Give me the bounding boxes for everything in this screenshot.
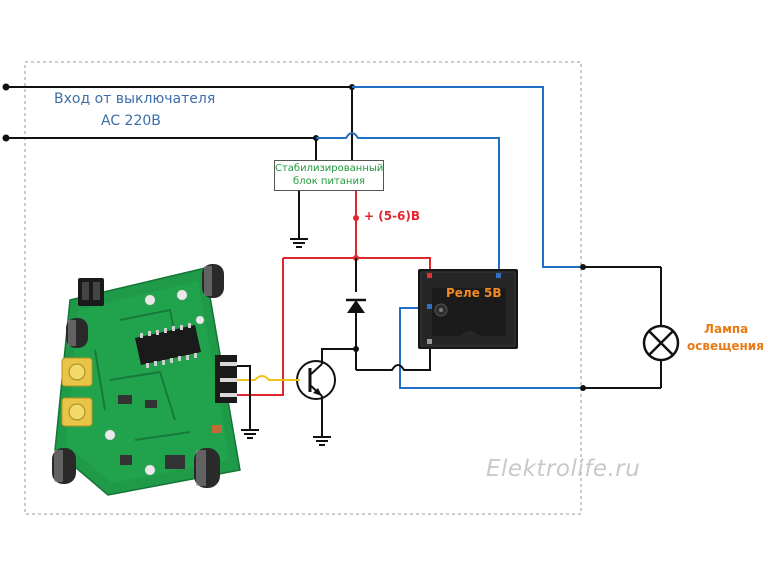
- diode-wires: [355, 258, 431, 371]
- lamp-label-line2: освещения: [687, 339, 764, 353]
- lamp-icon: [642, 324, 680, 362]
- lamp-label-line1: Лампа: [704, 322, 749, 336]
- junction-dot: [580, 385, 586, 391]
- lamp-circuit-wires: [316, 86, 583, 389]
- junction-dot: [353, 215, 359, 221]
- relay-icon: [418, 269, 518, 349]
- lamp-wires: [583, 266, 662, 389]
- positive-supply-wires: [237, 189, 431, 396]
- ac-input-wires: [6, 86, 353, 160]
- sensor-ground-wire: [237, 365, 251, 430]
- npn-transistor-icon: [296, 348, 356, 436]
- watermark: Elektrolife.ru: [486, 456, 641, 482]
- diode-icon: [346, 298, 366, 313]
- supply-voltage-label: + (5-6)B: [364, 209, 421, 223]
- ground-icon: [241, 429, 259, 439]
- junction-dot: [580, 264, 586, 270]
- psu-label-line1: Стабилизированный: [275, 163, 384, 174]
- signal-wire: [237, 375, 300, 381]
- emitter-arrow: [313, 388, 322, 396]
- enclosure-border: [24, 61, 582, 515]
- terminal-dot: [2, 83, 10, 91]
- pir-sensor-board: [52, 264, 241, 496]
- input-label: Вход от выключателя: [54, 91, 216, 107]
- input-voltage-label: AC 220B: [101, 113, 161, 129]
- ground-icon: [290, 238, 308, 248]
- ground-icon: [313, 436, 331, 446]
- relay-label: Реле 5В: [446, 286, 502, 300]
- psu-label-line2: блок питания: [293, 176, 365, 187]
- power-supply-box: Стабилизированный блок питания: [274, 160, 384, 191]
- terminal-dot: [2, 134, 10, 142]
